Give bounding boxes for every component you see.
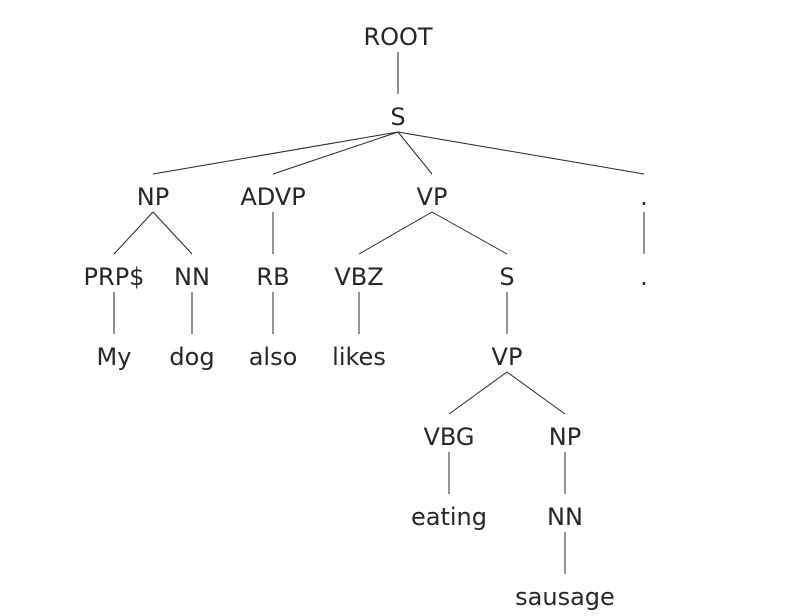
tree-edges <box>113 52 645 574</box>
edge-s-punct <box>397 131 645 175</box>
node-s: S <box>390 103 405 131</box>
node-punct-word: . <box>640 263 648 291</box>
node-np1: NP <box>137 183 169 211</box>
edge-np1-prp <box>113 211 154 255</box>
node-nn1: NN <box>174 263 210 291</box>
node-s2: S <box>499 263 514 291</box>
node-np2: NP <box>549 423 581 451</box>
node-advp: ADVP <box>240 183 305 211</box>
node-vbz: VBZ <box>334 263 383 291</box>
node-punct: . <box>640 183 648 211</box>
node-root: ROOT <box>363 23 432 51</box>
edge-s-np1 <box>152 131 399 175</box>
edge-s-advp <box>272 131 399 175</box>
node-rb: RB <box>256 263 289 291</box>
edge-s-vp1 <box>397 131 433 175</box>
edge-vp1-vbz <box>358 211 433 255</box>
edge-vp2-np2 <box>506 371 566 415</box>
node-vp2: VP <box>492 343 523 371</box>
node-vbg: VBG <box>423 423 474 451</box>
node-eating: eating <box>411 503 487 531</box>
tree-labels: ROOT S NP ADVP VP. PRP$ NN RB VBZ S. My dog also like… <box>84 23 648 611</box>
edge-vp1-s2 <box>431 211 508 255</box>
node-dog: dog <box>169 343 214 371</box>
node-prp: PRP$ <box>84 263 145 291</box>
edge-np1-nn1 <box>152 211 193 255</box>
node-my: My <box>97 343 132 371</box>
node-also: also <box>249 343 298 371</box>
node-vp1: VP <box>417 183 448 211</box>
node-nn2: NN <box>547 503 583 531</box>
node-likes: likes <box>332 343 386 371</box>
node-sausage: sausage <box>515 583 615 611</box>
edge-vp2-vbg <box>448 371 508 415</box>
